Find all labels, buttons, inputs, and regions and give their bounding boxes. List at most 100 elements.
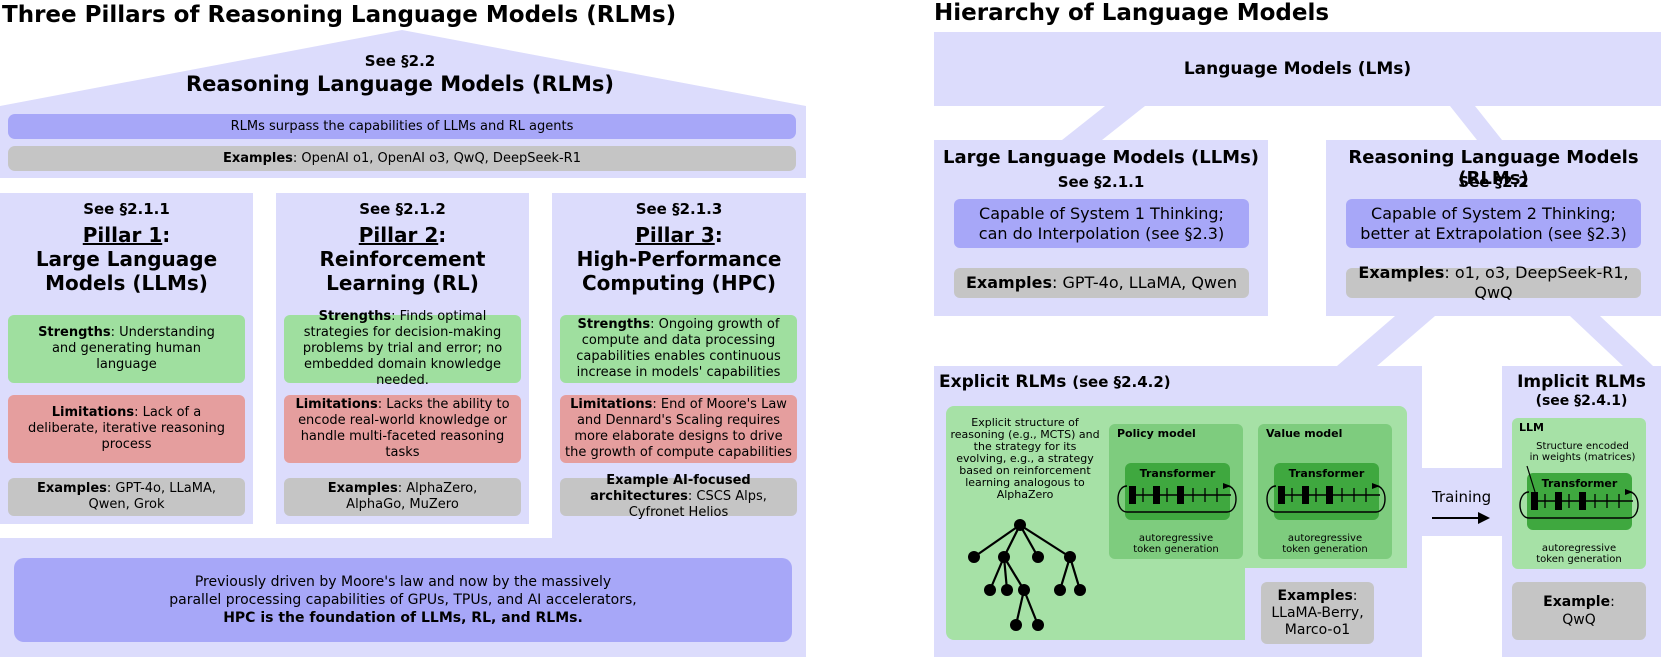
- pillar-3-label: Pillar 3: [635, 223, 715, 247]
- policy-transformer-label: Transformer: [1139, 467, 1216, 480]
- policy-token-loop-icon: [1117, 483, 1237, 513]
- pillar-2-examples: Examples: AlphaZero, AlphaGo, MuZero: [284, 478, 521, 516]
- foundation-line3: HPC is the foundation of LLMs, RL, and R…: [223, 610, 583, 626]
- llms-name: Large Language Models (LLMs): [942, 147, 1260, 168]
- value-transformer-label: Transformer: [1288, 467, 1365, 480]
- pillar-3-strengths-label: Strengths: [577, 317, 651, 332]
- explicit-rlms-title: Explicit RLMs: [939, 372, 1067, 392]
- pillar-1-see-ref: See §2.1.1: [83, 200, 170, 218]
- pillar-3-examples: Example AI-focused architectures: CSCS A…: [560, 473, 797, 520]
- hierarchy-connectors: [1062, 106, 1653, 366]
- rlms-examples: Examples: o1, o3, DeepSeek-R1, QwQ: [1346, 263, 1641, 302]
- rlms-capability-line2: better at Extrapolation (see §2.3): [1360, 223, 1627, 243]
- value-autoreg-line1: autoregressive: [1287, 533, 1363, 544]
- llms-capability-line1: Capable of System 1 Thinking;: [979, 203, 1224, 223]
- llms-capability: Capable of System 1 Thinking; can do Int…: [954, 199, 1249, 248]
- rlm-examples-text: : OpenAI o1, OpenAI o3, QwQ, DeepSeek-R1: [292, 151, 581, 166]
- implicit-example-value: QwQ: [1562, 612, 1596, 628]
- explicit-rlms-see-ref: (see §2.4.2): [1072, 373, 1171, 391]
- pillar-1-examples-text: : GPT-4o, LLaMA, Qwen, Grok: [88, 481, 216, 512]
- explicit-structure-text: Explicit structure of reasoning (e.g., M…: [950, 416, 1100, 501]
- rlms-capability-line1: Capable of System 2 Thinking;: [1371, 203, 1616, 223]
- pillar-1-colon: :: [162, 223, 171, 247]
- pillar-2-colon: :: [438, 223, 447, 247]
- foundation-line2: parallel processing capabilities of GPUs…: [169, 592, 637, 608]
- roof-see-ref: See §2.2: [364, 52, 436, 70]
- rlms-see-ref: See §2.2: [1458, 173, 1529, 191]
- implicit-transformer-label: Transformer: [1541, 477, 1618, 490]
- pillar-3-examples-text: : CSCS Alps, Cyfronet Helios: [628, 489, 767, 520]
- llms-capability-line2: can do Interpolation (see §2.3): [978, 223, 1225, 243]
- pillar-1-limitations-label: Limitations: [51, 405, 135, 420]
- mcts-tree-icon: [968, 519, 1086, 631]
- llms-see-ref: See §2.1.1: [1057, 173, 1145, 191]
- roof-name: Reasoning Language Models (RLMs): [186, 72, 614, 96]
- implicit-token-loop-icon: [1519, 465, 1639, 519]
- pillar-2-limitations-label: Limitations: [295, 397, 378, 412]
- explicit-rlms-heading: Explicit RLMs (see §2.4.2): [939, 372, 1171, 392]
- implicit-example-label: Example: [1543, 594, 1611, 610]
- rlm-examples-strip: Examples: OpenAI o1, OpenAI o3, QwQ, Dee…: [8, 146, 796, 171]
- training-arrow-icon: [1432, 512, 1490, 524]
- pillar-2-strengths-text: : Finds optimal strategies for decision-…: [302, 309, 503, 388]
- rlm-examples-label: Examples: [223, 151, 293, 166]
- pillar-3-name-line2: Computing (HPC): [581, 271, 777, 295]
- pillar-1-examples: Examples: GPT-4o, LLaMA, Qwen, Grok: [8, 478, 245, 516]
- pillar-2-strengths: Strengths: Finds optimal strategies for …: [284, 309, 521, 388]
- implicit-example-colon: :: [1610, 594, 1615, 610]
- implicit-autoreg-line2: token generation: [1536, 554, 1622, 565]
- pillar-1-strengths: Strengths: Understanding and generating …: [8, 315, 245, 383]
- pillar-2-heading: Pillar 2:: [276, 223, 529, 247]
- training-label: Training: [1432, 488, 1492, 506]
- pillar-2-strengths-label: Strengths: [318, 309, 392, 324]
- implicit-note-line1: Structure encoded: [1536, 441, 1629, 452]
- pillar-1-strengths-label: Strengths: [38, 325, 111, 340]
- pillar-3-name-line1: High-Performance: [576, 247, 782, 271]
- implicit-autoreg-line1: autoregressive: [1541, 543, 1617, 554]
- hpc-foundation-box: Previously driven by Moore's law and now…: [14, 558, 792, 642]
- roof-shape: [0, 30, 806, 178]
- foundation-line1: Previously driven by Moore's law and now…: [194, 574, 612, 590]
- pillar-1-label: Pillar 1: [82, 223, 163, 247]
- pillar-3-colon: :: [714, 223, 723, 247]
- explicit-examples: Examples: LLaMA-Berry, Marco-o1: [1261, 582, 1374, 644]
- rlms-capability: Capable of System 2 Thinking; better at …: [1346, 199, 1641, 248]
- value-autoreg-line2: token generation: [1282, 544, 1368, 555]
- pillar-1-heading: Pillar 1:: [0, 223, 253, 247]
- pillar-2-examples-label: Examples: [327, 481, 398, 496]
- rlm-claim-strip: RLMs surpass the capabilities of LLMs an…: [8, 114, 796, 139]
- implicit-rlms-title: Implicit RLMs: [1517, 372, 1646, 392]
- pillar-3-limitations-label: Limitations: [570, 397, 653, 412]
- explicit-examples-colon: :: [1352, 587, 1358, 604]
- rlms-examples-text: : o1, o3, DeepSeek-R1, QwQ: [1444, 263, 1629, 302]
- pillar-3-see-ref: See §2.1.3: [635, 200, 723, 218]
- implicit-note-line2: in weights (matrices): [1529, 452, 1636, 463]
- explicit-examples-line1: LLaMA-Berry,: [1271, 604, 1364, 621]
- pillar-3-limitations-text: : End of Moore's Law and Dennard's Scali…: [565, 397, 792, 460]
- pillar-2-see-ref: See §2.1.2: [359, 200, 446, 218]
- pillar-2-examples-text: : AlphaZero, AlphaGo, MuZero: [346, 481, 478, 512]
- llms-examples: Examples: GPT-4o, LLaMA, Qwen: [954, 268, 1249, 298]
- training-band: [1422, 468, 1502, 536]
- pillar-1-limitations-text: : Lack of a deliberate, iterative reason…: [27, 405, 226, 452]
- pillar-2-limitations-text: : Lacks the ability to encode real-world…: [298, 397, 510, 460]
- explicit-examples-line2: Marco-o1: [1284, 621, 1351, 638]
- value-model-label: Value model: [1266, 427, 1343, 440]
- pillar-3-limitations: Limitations: End of Moore's Law and Denn…: [560, 395, 797, 463]
- lms-box: Language Models (LMs): [934, 32, 1661, 106]
- implicit-example: Example: QwQ: [1512, 582, 1646, 640]
- pillar-2-name-line2: Learning (RL): [326, 271, 479, 295]
- pillars-title: Three Pillars of Reasoning Language Mode…: [2, 2, 677, 28]
- implicit-llm-label: LLM: [1519, 421, 1544, 434]
- llms-examples-label: Examples: [966, 273, 1053, 292]
- policy-autoreg-line1: autoregressive: [1138, 533, 1214, 544]
- pillar-2-name-line1: Reinforcement: [319, 247, 486, 271]
- rlm-claim-text: RLMs surpass the capabilities of LLMs an…: [230, 119, 574, 134]
- lms-label: Language Models (LMs): [1183, 59, 1412, 79]
- pillar-1-name-line1: Large Language: [35, 247, 218, 271]
- pillar-3-strengths-text: : Ongoing growth of compute and data pro…: [576, 317, 781, 380]
- hierarchy-title: Hierarchy of Language Models: [934, 0, 1330, 26]
